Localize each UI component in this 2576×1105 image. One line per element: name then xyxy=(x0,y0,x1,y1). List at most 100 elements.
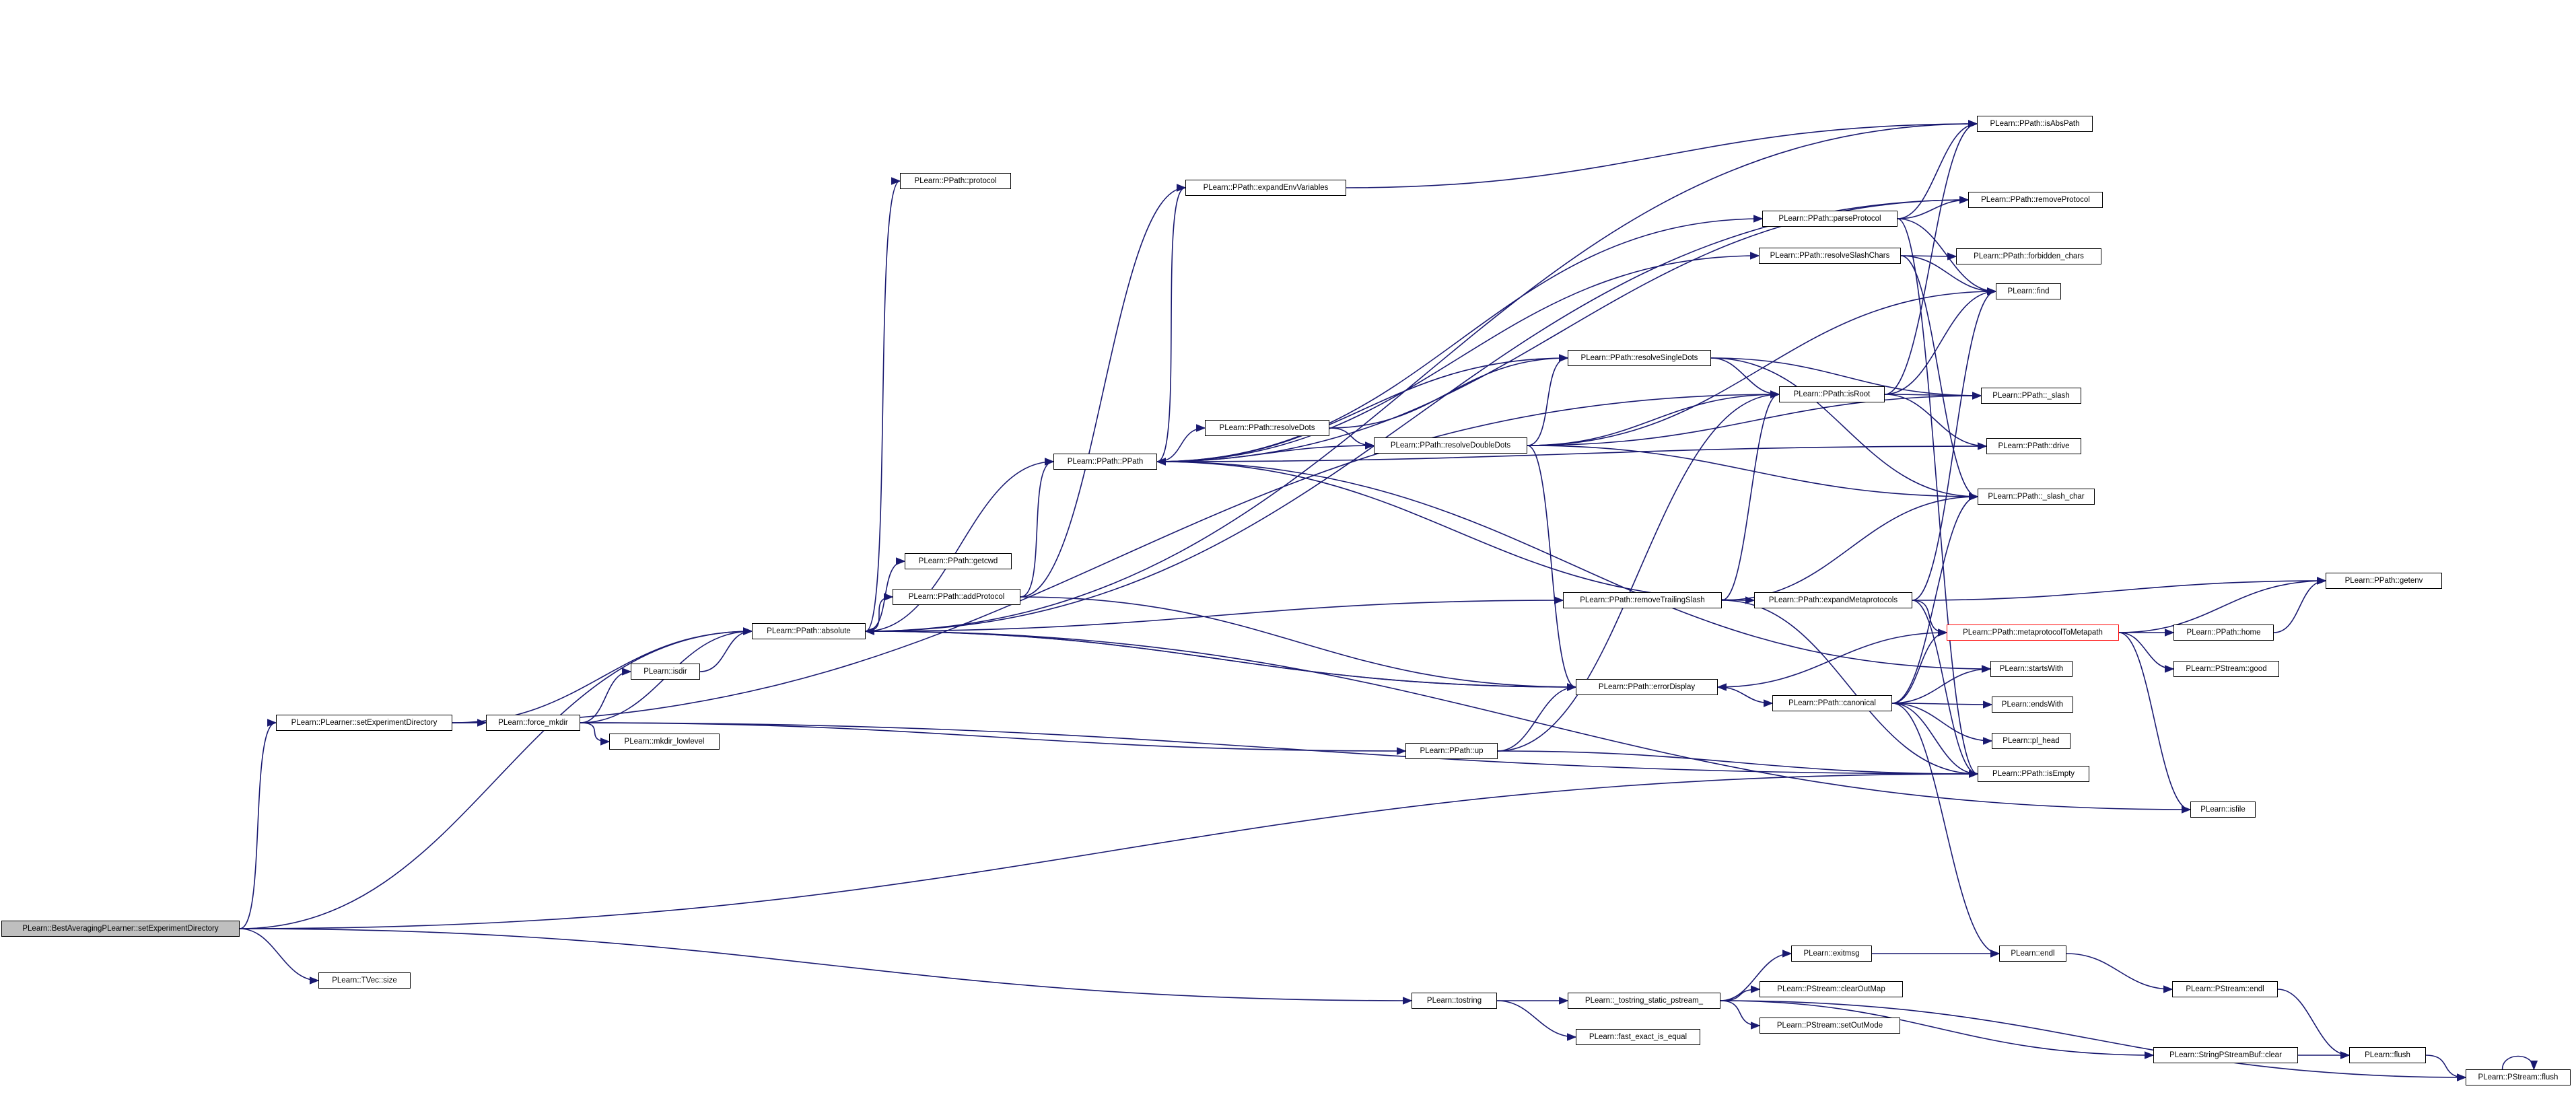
edge-n5-n10 xyxy=(865,177,901,632)
edge-n16-n13 xyxy=(1156,445,1374,466)
node-n4[interactable]: PLearn::force_mkdir xyxy=(486,715,580,731)
edge-n5-n26 xyxy=(865,196,1970,632)
node-n14[interactable]: PLearn::PPath::expandEnvVariables xyxy=(1185,180,1346,196)
node-n22[interactable]: PLearn::PPath::isRoot xyxy=(1779,386,1885,402)
edge-root-n9 xyxy=(239,770,1979,929)
node-n9[interactable]: PLearn::PPath::isEmpty xyxy=(1978,766,2089,782)
node-n33[interactable]: PLearn::startsWith xyxy=(1990,661,2073,677)
node-n42[interactable]: PLearn::exitmsg xyxy=(1791,946,1872,962)
edge-n14-n25 xyxy=(1346,120,1978,188)
node-n8[interactable]: PLearn::PPath::up xyxy=(1405,743,1498,759)
edge-n22-n25 xyxy=(1884,120,1978,395)
edge-n12-n13 xyxy=(1020,458,1055,598)
node-n29[interactable]: PLearn::PPath::_slash xyxy=(1981,388,2081,404)
edge-n40-n44 xyxy=(1720,1000,1761,1030)
node-n27[interactable]: PLearn::PPath::forbidden_chars xyxy=(1956,248,2101,264)
edge-n8-n22 xyxy=(1497,390,1780,752)
node-n31[interactable]: PLearn::PPath::_slash_char xyxy=(1978,489,2095,505)
edge-n24-n46 xyxy=(1891,703,2000,958)
node-n23[interactable]: PLearn::PPath::expandMetaprotocols xyxy=(1754,592,1912,608)
node-n41[interactable]: PLearn::fast_exact_is_equal xyxy=(1576,1029,1700,1045)
edge-n47-n48 xyxy=(2277,989,2351,1059)
node-n48[interactable]: PLearn::flush xyxy=(2349,1047,2426,1063)
node-n40[interactable]: PLearn::_tostring_static_pstream_ xyxy=(1568,993,1720,1009)
edge-n23-n32 xyxy=(1912,600,1948,637)
edge-n16-n28 xyxy=(1527,287,1997,446)
node-n47[interactable]: PLearn::PStream::endl xyxy=(2172,981,2278,997)
edge-root-n1 xyxy=(239,719,277,929)
edge-n23-n36 xyxy=(1912,577,2327,601)
node-root[interactable]: PLearn::BestAveragingPLearner::setExperi… xyxy=(1,921,240,937)
node-n43[interactable]: PLearn::PStream::clearOutMap xyxy=(1760,981,1903,997)
node-n13[interactable]: PLearn::PPath::PPath xyxy=(1053,454,1157,470)
node-n28[interactable]: PLearn::find xyxy=(1996,283,2061,299)
node-n18[interactable]: PLearn::PPath::parseProtocol xyxy=(1762,211,1898,227)
node-n34[interactable]: PLearn::endsWith xyxy=(1992,697,2073,713)
edge-n4-n7 xyxy=(580,722,611,746)
node-n19[interactable]: PLearn::PPath::resolveSlashChars xyxy=(1759,248,1901,264)
edge-n20-n9 xyxy=(1721,600,1979,778)
edge-n3-n41 xyxy=(1496,1000,1577,1041)
node-n30[interactable]: PLearn::PPath::drive xyxy=(1986,438,2081,454)
edge-n39-n5 xyxy=(864,627,2191,810)
node-n35[interactable]: PLearn::pl_head xyxy=(1992,733,2070,749)
node-n32[interactable]: PLearn::PPath::metaprotocolToMetapath xyxy=(1947,625,2119,641)
node-n12[interactable]: PLearn::PPath::addProtocol xyxy=(893,589,1020,605)
edge-n17-n29 xyxy=(1710,357,1982,400)
edge-n24-n32 xyxy=(1891,629,1948,704)
edge-n32-n39 xyxy=(2118,632,2192,814)
edge-n30-n13 xyxy=(1156,445,1987,466)
edge-n24-n35 xyxy=(1891,703,1993,745)
node-n37[interactable]: PLearn::PPath::home xyxy=(2173,625,2274,641)
edge-n23-n9 xyxy=(1912,600,1979,778)
node-n16[interactable]: PLearn::PPath::resolveDoubleDots xyxy=(1374,437,1527,454)
edge-n13-n17 xyxy=(1156,354,1569,462)
edge-root-n2 xyxy=(239,928,320,985)
edge-n24-n33 xyxy=(1891,665,1992,704)
edge-n5-n13 xyxy=(865,458,1055,632)
node-n11[interactable]: PLearn::PPath::getcwd xyxy=(905,553,1012,569)
node-n17[interactable]: PLearn::PPath::resolveSingleDots xyxy=(1568,350,1711,366)
edge-n5-n20 xyxy=(865,596,1564,632)
node-n45[interactable]: PLearn::StringPStreamBuf::clear xyxy=(2153,1047,2298,1063)
edge-n13-n19 xyxy=(1156,252,1760,462)
node-n5[interactable]: PLearn::PPath::absolute xyxy=(752,623,866,639)
edge-n15-n16 xyxy=(1329,427,1375,450)
node-n15[interactable]: PLearn::PPath::resolveDots xyxy=(1205,420,1329,436)
node-n21[interactable]: PLearn::PPath::errorDisplay xyxy=(1576,679,1718,695)
node-n44[interactable]: PLearn::PStream::setOutMode xyxy=(1760,1018,1900,1034)
node-n7[interactable]: PLearn::mkdir_lowlevel xyxy=(609,734,720,750)
edge-n40-n43 xyxy=(1720,985,1761,1001)
edge-n48-n49 xyxy=(2425,1055,2467,1081)
edge-n24-n31 xyxy=(1891,493,1979,704)
node-n36[interactable]: PLearn::PPath::getenv xyxy=(2326,573,2442,589)
edge-n13-n23 xyxy=(1156,461,1755,604)
node-n39[interactable]: PLearn::isfile xyxy=(2190,801,2256,818)
node-n10[interactable]: PLearn::PPath::protocol xyxy=(900,173,1011,189)
edge-n37-n36 xyxy=(2273,577,2327,633)
node-n24[interactable]: PLearn::PPath::canonical xyxy=(1772,695,1892,711)
node-n6[interactable]: PLearn::isdir xyxy=(631,664,700,680)
edge-n16-n21 xyxy=(1527,445,1577,691)
edge-n12-n14 xyxy=(1020,184,1187,598)
edge-n40-n45 xyxy=(1720,1000,2155,1059)
edge-n12-n21 xyxy=(1020,596,1577,691)
edge-n17-n31 xyxy=(1710,357,1979,501)
edge-n8-n21 xyxy=(1497,683,1577,752)
node-n46[interactable]: PLearn::endl xyxy=(1999,946,2066,962)
node-n2[interactable]: PLearn::TVec::size xyxy=(318,972,411,989)
edge-n13-n14 xyxy=(1156,184,1187,462)
node-n26[interactable]: PLearn::PPath::removeProtocol xyxy=(1968,192,2103,208)
node-n20[interactable]: PLearn::PPath::removeTrailingSlash xyxy=(1563,592,1722,608)
node-n38[interactable]: PLearn::PStream::good xyxy=(2173,661,2279,677)
node-n25[interactable]: PLearn::PPath::isAbsPath xyxy=(1977,116,2093,132)
edge-n19-n28 xyxy=(1900,255,1997,295)
node-n49[interactable]: PLearn::PStream::flush xyxy=(2466,1069,2571,1085)
edge-n21-n24 xyxy=(1717,686,1774,707)
node-n1[interactable]: PLearn::PLearner::setExperimentDirectory xyxy=(276,715,452,731)
edge-n24-n9 xyxy=(1891,703,1979,778)
node-n3[interactable]: PLearn::tostring xyxy=(1412,993,1497,1009)
edge-n46-n47 xyxy=(2066,953,2173,993)
edge-n4-n8 xyxy=(580,722,1407,755)
edge-n20-n22 xyxy=(1721,390,1780,601)
